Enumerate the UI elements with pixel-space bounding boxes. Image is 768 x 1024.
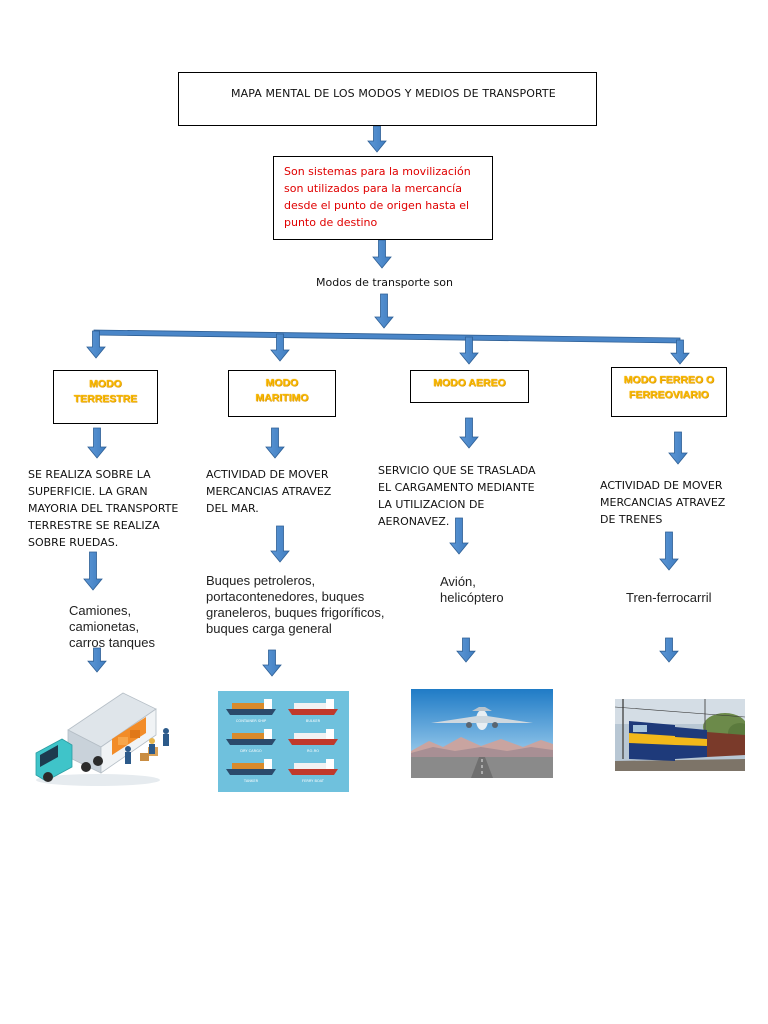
mode-title-line1: MODO FERREO O [623, 374, 715, 386]
down-arrow-icon [270, 333, 290, 362]
description-terrestre: SE REALIZA SOBRE LA SUPERFICIE. LA GRAN … [28, 468, 179, 549]
means-ferreo: Tren-ferrocarril [626, 590, 712, 605]
definition-text: Son sistemas para la movilización son ut… [284, 165, 471, 229]
airplane-photo [411, 689, 553, 778]
down-arrow-icon [374, 293, 394, 329]
down-arrow-icon [86, 330, 106, 359]
mode-title-line1: MODO [89, 378, 122, 390]
down-arrow-icon [449, 517, 469, 555]
down-arrow-icon [83, 551, 103, 591]
mode-title-line2: FERREOVIARIO [629, 389, 709, 401]
description-aereo: SERVICIO QUE SE TRASLADA EL CARGAMENTO M… [378, 464, 536, 528]
title-box: MAPA MENTAL DE LOS MODOS Y MEDIOS DE TRA… [178, 72, 597, 126]
down-arrow-icon [659, 637, 679, 663]
modes-label: Modos de transporte son [316, 276, 453, 289]
down-arrow-icon [668, 431, 688, 465]
down-arrow-icon [270, 525, 290, 563]
down-arrow-icon [87, 647, 107, 673]
ship-label: CONTAINER SHIP [236, 719, 267, 723]
down-arrow-icon [659, 531, 679, 571]
mode-box-ferreo: MODO FERREO O FERREOVIARIO [611, 367, 727, 417]
down-arrow-icon [87, 427, 107, 459]
down-arrow-icon [456, 637, 476, 663]
description-ferreo: ACTIVIDAD DE MOVER MERCANCIAS ATRAVEZ DE… [600, 479, 726, 526]
ship-label: FERRY BOAT [302, 779, 325, 783]
means-terrestre: Camiones, camionetas, carros tanques [69, 603, 155, 650]
down-arrow-icon [459, 417, 479, 449]
mode-title-line2: TERRESTRE [73, 393, 138, 405]
ship-label: TANKER [243, 779, 259, 783]
map-title: MAPA MENTAL DE LOS MODOS Y MEDIOS DE TRA… [231, 87, 556, 100]
down-arrow-icon [670, 339, 690, 365]
mode-box-maritimo: MODO MARITIMO [228, 370, 336, 417]
mode-title-line1: MODO [265, 377, 299, 389]
mode-box-terrestre: MODO TERRESTRE [53, 370, 158, 424]
ships-illustration: CONTAINER SHIP BULKER DRY CARGO RO-RO TANKER… [218, 691, 349, 792]
ship-label: DRY CARGO [240, 749, 262, 753]
down-arrow-icon [262, 649, 282, 677]
ship-label: BULKER [306, 719, 321, 723]
truck-illustration [28, 685, 178, 790]
definition-box: Son sistemas para la movilización son ut… [273, 156, 493, 240]
down-arrow-icon [265, 427, 285, 459]
description-maritimo: ACTIVIDAD DE MOVER MERCANCIAS ATRAVEZ DE… [206, 468, 332, 515]
ship-label: RO-RO [307, 749, 319, 753]
means-maritimo: Buques petroleros, portacontenedores, bu… [206, 573, 385, 636]
down-arrow-icon [459, 336, 479, 365]
means-aereo: Avión, helicóptero [440, 574, 504, 605]
connector-bar [93, 329, 681, 344]
train-photo [615, 699, 745, 771]
down-arrow-icon [372, 239, 392, 269]
mode-title-line2: MARITIMO [255, 392, 309, 404]
mode-box-aereo: MODO AEREO [410, 370, 529, 403]
down-arrow-icon [367, 125, 387, 153]
mode-title-line1: MODO AEREO [433, 377, 506, 389]
